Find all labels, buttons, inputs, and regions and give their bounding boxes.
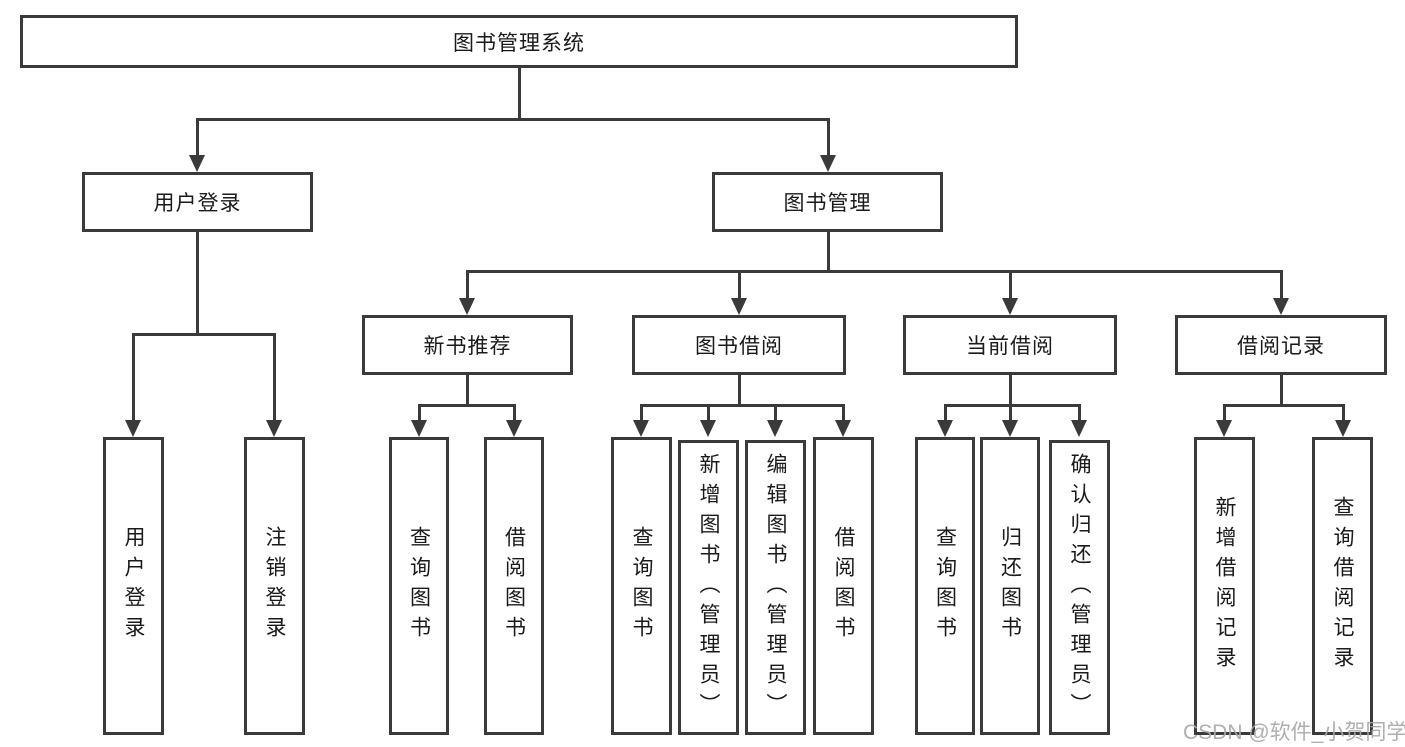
connector-root-hline: [196, 118, 830, 121]
node-borrow-records: 借阅记录: [1175, 315, 1387, 375]
connector-login-stub: [196, 232, 199, 335]
node-leaf-return-books: 归还图书: [980, 437, 1040, 735]
arrowhead-rec-1: [411, 420, 427, 437]
node-root-label: 图书管理系统: [453, 31, 585, 55]
connector-drop-book-mgmt: [827, 118, 830, 158]
connector-recommend-stub: [466, 375, 469, 407]
connector-drop-cur-2: [1009, 404, 1012, 423]
connector-drop-login-1: [132, 333, 135, 422]
connector-drop-cur-1: [944, 404, 947, 423]
node-label: 注销登录: [263, 526, 286, 646]
connector-borrow-stub: [738, 375, 741, 407]
node-leaf-borrow-books-bor: 借阅图书: [813, 437, 874, 735]
arrowhead-login-1: [125, 420, 141, 437]
connector-drop-bor-1: [640, 404, 643, 423]
connector-drop-rec-2: [513, 404, 516, 423]
arrowhead-recd-1: [1216, 420, 1232, 437]
connector-drop-l3-2: [738, 270, 741, 301]
arrowhead-new-books: [459, 298, 475, 315]
node-user-login-group: 用户登录: [82, 172, 313, 232]
node-label: 借阅图书: [502, 526, 526, 646]
arrowhead-rec-2: [506, 420, 522, 437]
arrowhead-cur-3: [1071, 420, 1087, 437]
arrowhead-cur-1: [937, 420, 953, 437]
connector-mgmt-stub: [827, 232, 830, 273]
node-label: 当前借阅: [966, 335, 1054, 358]
connector-borrow-hline: [640, 404, 845, 407]
connector-drop-login-2: [273, 333, 276, 422]
node-leaf-logout: 注销登录: [244, 437, 305, 735]
csdn-watermark: CSDN @软件_小贺同学: [1183, 721, 1405, 744]
node-label: 图书借阅: [695, 335, 783, 358]
connector-drop-rec-1: [418, 404, 421, 423]
node-book-mgmt: 图书管理: [712, 172, 943, 232]
connector-drop-bor-3: [774, 404, 777, 423]
connector-current-hline: [944, 404, 1081, 407]
arrowhead-current-borrow: [1002, 298, 1018, 315]
node-label: 新书推荐: [423, 335, 512, 358]
node-label: 借阅图书: [832, 526, 855, 646]
connector-drop-recd-2: [1342, 404, 1345, 423]
connector-login-hline: [132, 333, 276, 336]
node-book-borrow: 图书借阅: [632, 315, 846, 375]
connector-drop-bor-4: [842, 404, 845, 423]
node-label: 新增图书（管理员）: [697, 452, 720, 723]
node-leaf-query-books-rec: 查询图书: [389, 437, 449, 735]
connector-drop-cur-3: [1078, 404, 1081, 423]
node-label: 确认归还（管理员）: [1068, 452, 1091, 723]
node-leaf-add-borrow-record: 新增借阅记录: [1194, 437, 1255, 735]
node-root: 图书管理系统: [20, 15, 1018, 68]
arrowhead-cur-2: [1002, 420, 1018, 437]
connector-drop-user-login: [196, 118, 199, 158]
connector-drop-l3-3: [1009, 270, 1012, 301]
node-leaf-add-books-admin: 新增图书（管理员）: [678, 440, 739, 735]
node-new-books: 新书推荐: [362, 315, 573, 375]
node-leaf-query-borrow-record: 查询借阅记录: [1312, 437, 1373, 735]
node-label: 编辑图书（管理员）: [764, 452, 787, 723]
arrowhead-bor-1: [633, 420, 649, 437]
node-label: 查询图书: [407, 526, 431, 646]
connector-current-stub: [1009, 375, 1012, 407]
arrowhead-book-mgmt: [820, 155, 836, 172]
node-label: 查询图书: [630, 526, 653, 646]
connector-records-stub: [1280, 375, 1283, 407]
node-leaf-user-login: 用户登录: [103, 437, 164, 735]
node-label: 借阅记录: [1237, 335, 1325, 358]
arrowhead-bor-2: [700, 420, 716, 437]
node-label: 用户登录: [153, 192, 242, 215]
connector-root-stub: [518, 67, 521, 120]
connector-drop-l3-4: [1280, 270, 1283, 301]
node-leaf-query-books-bor: 查询图书: [611, 437, 672, 735]
node-current-borrow: 当前借阅: [903, 315, 1117, 375]
node-label: 用户登录: [122, 526, 145, 646]
node-leaf-edit-books-admin: 编辑图书（管理员）: [745, 440, 806, 735]
connector-drop-recd-1: [1223, 404, 1226, 423]
arrowhead-bor-3: [767, 420, 783, 437]
connector-records-hline: [1223, 404, 1344, 407]
node-label: 查询借阅记录: [1331, 496, 1354, 676]
node-leaf-borrow-books-rec: 借阅图书: [484, 437, 544, 735]
connector-drop-bor-2: [707, 404, 710, 423]
arrowhead-user-login: [189, 155, 205, 172]
node-label: 归还图书: [998, 526, 1022, 646]
node-label: 新增借阅记录: [1213, 496, 1236, 676]
node-leaf-query-books-cur: 查询图书: [915, 437, 975, 735]
node-leaf-confirm-return-admin: 确认归还（管理员）: [1049, 440, 1110, 735]
arrowhead-book-borrow: [731, 298, 747, 315]
node-label: 图书管理: [783, 192, 872, 215]
connector-mgmt-hline: [466, 270, 1282, 273]
arrowhead-borrow-records: [1273, 298, 1289, 315]
connector-recommend-hline: [418, 404, 516, 407]
arrowhead-login-2: [266, 420, 282, 437]
arrowhead-bor-4: [835, 420, 851, 437]
arrowhead-recd-2: [1335, 420, 1351, 437]
node-label: 查询图书: [933, 526, 957, 646]
connector-drop-l3-1: [466, 270, 469, 301]
